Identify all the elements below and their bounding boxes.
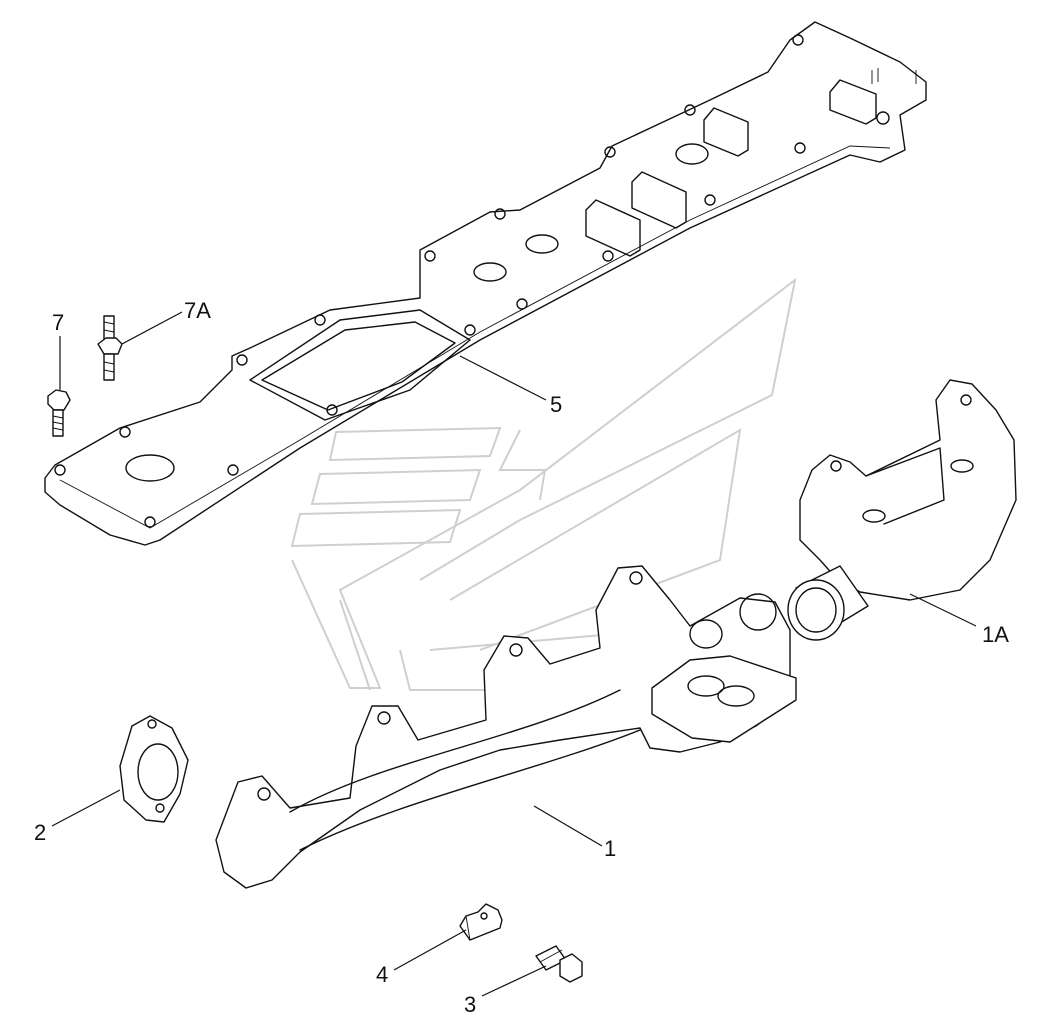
- bolt-holes: [54, 34, 890, 528]
- bolt-7: [47, 389, 71, 437]
- callout-7: 7: [52, 310, 64, 335]
- bolt-3: [535, 945, 583, 983]
- leader-5: [459, 355, 547, 401]
- stud-7a: [97, 315, 123, 381]
- callout-labels: 7 7A 5 1A 2 1 4 3: [34, 298, 1009, 1017]
- gasket-2: [119, 715, 189, 823]
- leader-7a: [121, 311, 183, 345]
- leader-1: [533, 805, 603, 847]
- callout-5: 5: [550, 392, 562, 417]
- callout-1: 1: [604, 836, 616, 861]
- callout-7a: 7A: [184, 298, 211, 323]
- front-manifold-1: [215, 565, 797, 889]
- leader-4: [393, 929, 467, 971]
- callout-2: 2: [34, 820, 46, 845]
- lock-plate-4: [459, 903, 503, 941]
- leader-3: [481, 965, 547, 997]
- callout-3: 3: [464, 992, 476, 1017]
- leader-lines: [51, 311, 977, 997]
- callout-4: 4: [376, 962, 388, 987]
- callout-1a: 1A: [982, 622, 1009, 647]
- leader-1a: [909, 593, 977, 627]
- manifold-gasket-plate: [44, 21, 927, 546]
- leader-2: [51, 789, 121, 827]
- rear-manifold-1a: [787, 379, 1017, 641]
